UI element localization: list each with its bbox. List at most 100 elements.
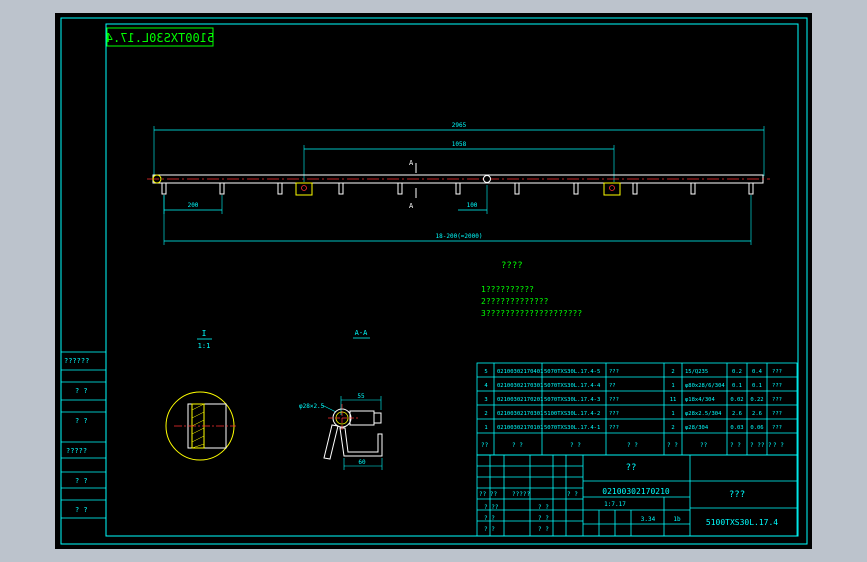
bom-header-drawing: ? ? xyxy=(570,442,581,449)
bom-cell-w2: 0.1 xyxy=(752,383,762,389)
notes-title: ???? xyxy=(501,261,523,271)
section-dim-diameter: φ28×2.5 xyxy=(299,403,325,410)
bom-cell-name: ??? xyxy=(609,411,619,417)
bom-cell-mat: ??? xyxy=(772,383,782,389)
title-drawing-no: 5100TXS30L.17.4 xyxy=(706,518,778,527)
sign-label-1: ? ? xyxy=(567,491,578,498)
bom-cell-code: 02100302170201 xyxy=(497,397,543,403)
pipe-end-cap xyxy=(152,174,162,184)
title-sign-labels: ?? ?? ????? ? ? ? ?? ? ? ? ? ? ? ? ? ? ? xyxy=(479,491,578,533)
bom-cell-drawing: 5070TXS30L.17.4-1 xyxy=(544,425,600,431)
bom-header-qty: ? ? xyxy=(667,442,678,449)
bom-cell-drawing: 5100TXS30L.17.4-2 xyxy=(544,411,600,417)
bom-cell-qty: 2 xyxy=(671,369,674,375)
bom-cell-qty: 1 xyxy=(671,411,674,417)
section-view-AA: 55 φ28×2.5 60 xyxy=(299,393,383,470)
bom-header-no: ?? xyxy=(481,442,489,449)
bom-header: ?? ? ? ? ? ? ? ? ? ?? ? ? ? ?? ? ? ? xyxy=(481,442,784,449)
brackets xyxy=(295,182,621,196)
bom-cell-spec: φ28x2.5/304 xyxy=(685,411,722,417)
bom-cell-mat: ??? xyxy=(772,397,782,403)
stamp-label-5: ? ? xyxy=(75,506,88,514)
bom-cell-w1: 2.6 xyxy=(732,411,742,417)
title-scale-row: 1:7.17 xyxy=(604,501,626,508)
detail-label: I xyxy=(202,329,207,338)
bom-cell-mat: ??? xyxy=(772,425,782,431)
detail-view-I xyxy=(165,391,236,461)
bom-cell-no: 2 xyxy=(484,411,487,417)
nozzles xyxy=(161,182,754,195)
bom-header-w1: ? ? xyxy=(730,442,741,449)
sign-label-7: ? ? xyxy=(538,515,549,522)
pipe-inlet xyxy=(483,175,491,183)
bom-cell-no: 3 xyxy=(484,397,487,403)
bom-cell-qty: 2 xyxy=(671,425,674,431)
title-weight: 3.34 xyxy=(641,516,656,523)
section-label: A-A xyxy=(355,329,368,337)
dim-inner-label: 1058 xyxy=(452,141,467,148)
main-pipe-view: 2965 1058 A A xyxy=(147,122,770,245)
note-line-1: 1?????????? xyxy=(481,285,534,294)
bom-cell-drawing: 5070TXS30L.17.4-4 xyxy=(544,383,601,389)
inner-frame xyxy=(105,23,799,537)
bom-cell-no: 5 xyxy=(484,369,487,375)
bom-header-code: ? ? xyxy=(512,442,523,449)
bom-cell-w2: 0.06 xyxy=(750,425,763,431)
bom-cell-w2: 2.6 xyxy=(752,411,762,417)
dim-bottom-label: 18-200(=2000) xyxy=(436,233,483,240)
bom-cell-mat: ??? xyxy=(772,369,782,375)
sign-label-0: ?? ?? xyxy=(479,491,497,498)
bom-cell-w2: 0.22 xyxy=(750,397,763,403)
dim-pitch-label: 200 xyxy=(188,202,199,209)
bom-cell-name: ?? xyxy=(609,383,616,389)
mirrored-drawing-code: 5100TXS30L.17.4 xyxy=(106,31,214,45)
title-company: ??? xyxy=(729,490,745,500)
bom-cell-name: ??? xyxy=(609,425,619,431)
section-marker-bottom: A xyxy=(409,202,414,210)
stamp-label-1: ? ? xyxy=(75,387,88,395)
bom-cell-no: 4 xyxy=(484,383,488,389)
bom-cell-code: 02100302170301 xyxy=(497,383,543,389)
bom-cell-name: ??? xyxy=(609,397,619,403)
dim-small-label: 100 xyxy=(467,202,478,209)
left-stamp-table xyxy=(60,351,107,519)
bom-cell-code: 02100302170101 xyxy=(497,425,543,431)
title-part-name: ?? xyxy=(626,463,637,473)
note-line-3: 3???????????????????? xyxy=(481,309,582,318)
bom-header-spec: ?? xyxy=(700,442,708,449)
note-line-2: 2????????????? xyxy=(481,297,549,306)
outer-frame xyxy=(60,17,808,545)
title-part-code: 02100302170210 xyxy=(602,487,670,496)
sign-label-3: ? ?? xyxy=(484,504,499,511)
bom-cell-drawing: 5070TXS30L.17.4-3 xyxy=(544,397,600,403)
bom-cell-spec: φ18x4/304 xyxy=(685,397,715,403)
sign-label-5: ? ? xyxy=(484,526,495,533)
bom-cell-w1: 0.2 xyxy=(732,369,742,375)
section-dim-bottom: 60 xyxy=(358,459,366,466)
title-sheet: 1b xyxy=(673,516,681,523)
section-dim-width: 55 xyxy=(357,393,365,400)
bom-header-w2: ? ?? ? xyxy=(750,442,772,449)
bom-cell-w1: 0.02 xyxy=(730,397,743,403)
left-stamp-labels: ?????? ? ? ? ? ????? ? ? ? ? xyxy=(64,357,89,514)
bom-cell-code: 02100302170401 xyxy=(497,369,543,375)
bom-cell-mat: ??? xyxy=(772,411,782,417)
bom-cell-w1: 0.1 xyxy=(732,383,742,389)
section-marker-top: A xyxy=(409,159,414,167)
bom-cell-drawing: 5070TXS30L.17.4-5 xyxy=(544,369,600,375)
drawing-sheet xyxy=(55,13,812,549)
bom-cell-spec: φ80x28/6/304 xyxy=(685,383,725,389)
bom-header-mat: ? ? xyxy=(773,442,784,449)
bom-cell-qty: 11 xyxy=(670,397,677,403)
bom-cell-code: 02100302170301 xyxy=(497,411,543,417)
bom-cell-w2: 0.4 xyxy=(752,369,763,375)
bom-cell-name: ??? xyxy=(609,369,619,375)
sign-label-6: ? ? xyxy=(538,504,549,511)
bom-cell-spec: φ28/304 xyxy=(685,425,709,431)
sign-label-8: ? ? xyxy=(538,526,549,533)
bom-cell-spec: 15/Q235 xyxy=(685,369,708,375)
bom-cell-qty: 1 xyxy=(671,383,674,389)
bom-header-name: ? ? xyxy=(627,442,638,449)
bom-cell-w1: 0.03 xyxy=(730,425,743,431)
